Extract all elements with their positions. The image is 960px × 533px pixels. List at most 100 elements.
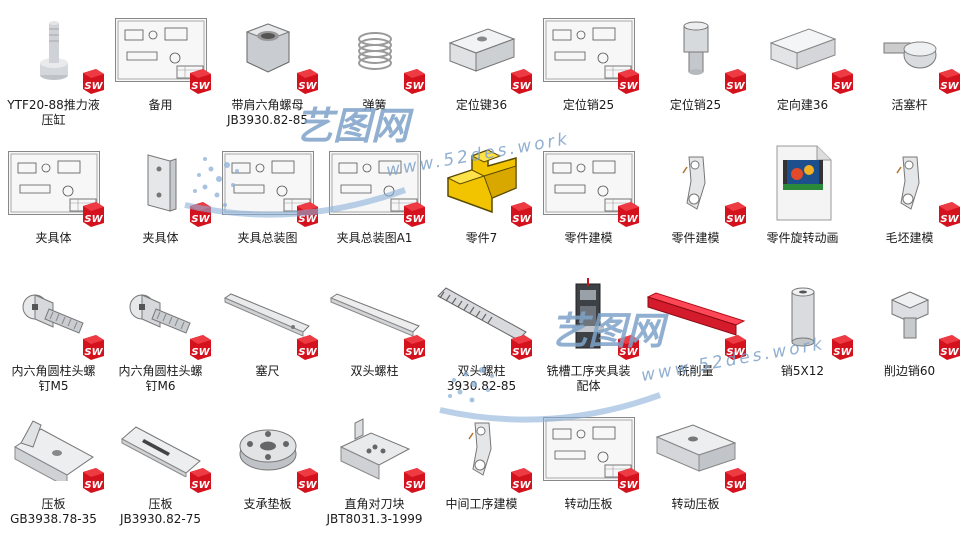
part-thumbnail-icon: [856, 266, 960, 364]
part-thumbnail-icon: [749, 0, 856, 98]
file-item[interactable]: SW 活塞杆: [856, 0, 960, 130]
solidworks-badge-icon: SW: [401, 201, 427, 227]
file-item[interactable]: SW 内六角圆柱头螺 钉M6: [107, 266, 214, 396]
svg-text:SW: SW: [726, 81, 745, 92]
file-item[interactable]: 零件旋转动画: [749, 133, 856, 263]
svg-text:SW: SW: [940, 81, 959, 92]
svg-text:SW: SW: [191, 347, 210, 358]
file-item[interactable]: SW 定位销25: [642, 0, 749, 130]
svg-text:SW: SW: [405, 81, 424, 92]
file-item[interactable]: SW 夹具总装图A1: [321, 133, 428, 263]
solidworks-badge-icon: SW: [722, 68, 748, 94]
svg-text:SW: SW: [726, 480, 745, 491]
file-item[interactable]: SW 毛坯建模: [856, 133, 960, 263]
file-label: 压板 JB3930.82-75: [120, 497, 201, 526]
file-item[interactable]: SW 塞尺: [214, 266, 321, 396]
watermark-cn: 艺图网: [550, 309, 665, 353]
svg-text:SW: SW: [940, 347, 959, 358]
file-label: YTF20-88推力液 压缸: [7, 98, 100, 127]
watermark: 艺图网 www.52des.work: [430, 300, 827, 440]
file-item[interactable]: SW YTF20-88推力液 压缸: [0, 0, 107, 130]
solidworks-badge-icon: SW: [187, 467, 213, 493]
part-thumbnail-icon: [214, 266, 321, 364]
solidworks-badge-icon: SW: [508, 467, 534, 493]
part-thumbnail-icon: [428, 133, 535, 231]
svg-text:SW: SW: [191, 81, 210, 92]
solidworks-badge-icon: SW: [294, 334, 320, 360]
file-item[interactable]: SW 弹簧: [321, 0, 428, 130]
solidworks-badge-icon: SW: [615, 467, 641, 493]
part-thumbnail-icon: [0, 0, 107, 98]
svg-text:SW: SW: [619, 347, 638, 358]
watermark-globe-icon: [439, 367, 662, 423]
file-item[interactable]: SW 备用: [107, 0, 214, 130]
file-label: 铣削量: [677, 364, 714, 378]
file-label: 定位销25: [669, 98, 722, 112]
svg-text:SW: SW: [84, 214, 103, 225]
part-thumbnail-icon: [535, 133, 642, 231]
part-thumbnail-icon: [749, 266, 856, 364]
part-thumbnail-icon: [0, 399, 107, 497]
solidworks-badge-icon: SW: [936, 201, 960, 227]
file-label: 活塞杆: [891, 98, 928, 112]
file-label: 夹具总装图A1: [336, 231, 413, 245]
file-label: 中间工序建模: [445, 497, 518, 511]
file-label: 零件7: [465, 231, 498, 245]
part-thumbnail-icon: [642, 399, 749, 497]
solidworks-badge-icon: SW: [401, 467, 427, 493]
file-label: 塞尺: [255, 364, 280, 378]
file-item[interactable]: SW 铣削量: [642, 266, 749, 396]
file-label: 转动压板: [671, 497, 720, 511]
svg-text:SW: SW: [619, 480, 638, 491]
solidworks-badge-icon: SW: [401, 334, 427, 360]
part-thumbnail-icon: [107, 266, 214, 364]
file-label: 毛坯建模: [885, 231, 934, 245]
solidworks-badge-icon: SW: [722, 334, 748, 360]
solidworks-badge-icon: SW: [187, 334, 213, 360]
svg-text:SW: SW: [405, 214, 424, 225]
file-label: 弹簧: [362, 98, 387, 112]
svg-text:SW: SW: [84, 81, 103, 92]
file-item[interactable]: SW 压板 JB3930.82-75: [107, 399, 214, 529]
part-thumbnail-icon: [428, 399, 535, 497]
svg-text:SW: SW: [940, 214, 959, 225]
file-label: 备用: [148, 98, 173, 112]
file-label: 压板 GB3938.78-35: [10, 497, 97, 526]
solidworks-badge-icon: SW: [508, 334, 534, 360]
file-label: 带肩六角螺母 JB3930.82-85: [227, 98, 308, 127]
solidworks-badge-icon: SW: [615, 68, 641, 94]
part-thumbnail-icon: [428, 266, 535, 364]
svg-text:SW: SW: [191, 214, 210, 225]
file-item[interactable]: SW 中间工序建模: [428, 399, 535, 529]
svg-text:SW: SW: [726, 214, 745, 225]
svg-text:SW: SW: [833, 81, 852, 92]
file-label: 内六角圆柱头螺 钉M6: [118, 364, 203, 393]
part-thumbnail-icon: [321, 0, 428, 98]
svg-text:SW: SW: [619, 214, 638, 225]
file-item[interactable]: SW 转动压板: [642, 399, 749, 529]
avi-file-icon: [749, 133, 856, 231]
solidworks-badge-icon: SW: [936, 68, 960, 94]
solidworks-badge-icon: SW: [722, 467, 748, 493]
part-thumbnail-icon: [0, 133, 107, 231]
